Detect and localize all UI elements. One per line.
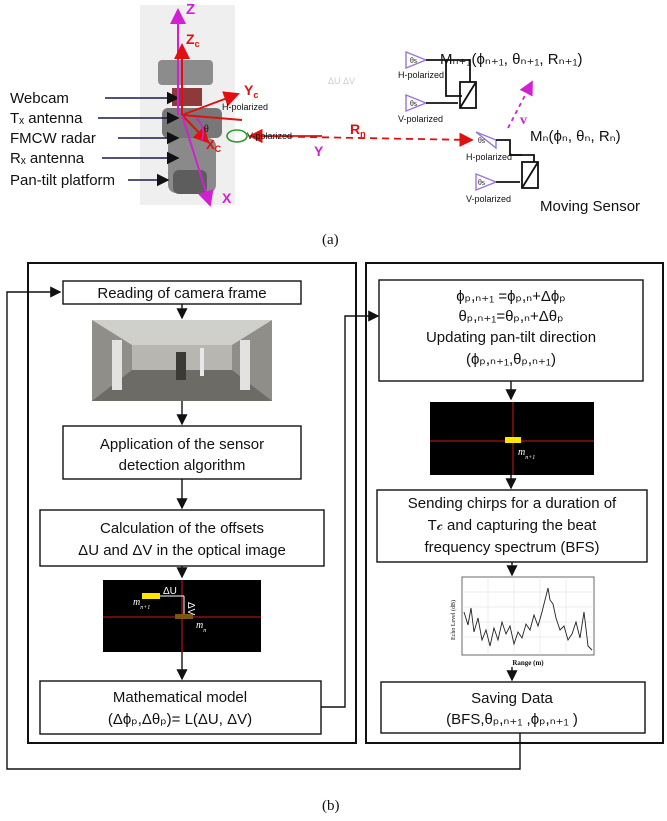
offset-m-now: mn bbox=[196, 620, 206, 634]
radar-v-polarized: V-polarized bbox=[247, 131, 292, 141]
update-eq2: θₚ,ₙ₊₁=θₚ,ₙ+Δθₚ bbox=[458, 308, 563, 325]
model-text-1: Mathematical model bbox=[113, 689, 247, 706]
velocity-v: v bbox=[520, 113, 527, 128]
offsets-box bbox=[39, 509, 325, 567]
update-eq1: ϕₚ,ₙ₊₁ =ϕₚ,ₙ+Δϕₚ bbox=[456, 288, 565, 305]
sensor-now-v-pol: V-polarized bbox=[466, 194, 511, 204]
save-text-1: Saving Data bbox=[471, 690, 553, 707]
label-webcam: Webcam bbox=[10, 90, 69, 107]
coordinate-axes bbox=[170, 8, 533, 207]
caption-b: (b) bbox=[322, 798, 340, 814]
chirp-text-2: T𝒸 and capturing the beat bbox=[428, 517, 597, 534]
label-tx-antenna: Tₓ antenna bbox=[10, 110, 83, 127]
bfs-plot bbox=[461, 576, 595, 656]
right-panel bbox=[365, 262, 664, 744]
left-to-right-arrow bbox=[321, 310, 380, 708]
label-fmcw-radar: FMCW radar bbox=[10, 130, 96, 147]
axis-zc: Zc bbox=[186, 31, 200, 49]
detect-text-1: Application of the sensor bbox=[100, 436, 264, 453]
axis-z: Z bbox=[186, 1, 195, 18]
centered-m-label: mn+1 bbox=[518, 447, 535, 461]
axis-xc: XC bbox=[206, 137, 222, 154]
update-text: Updating pan-tilt direction bbox=[426, 329, 596, 346]
offsets-text-1: Calculation of the offsets bbox=[100, 520, 264, 537]
chirp-text-3: frequency spectrum (BFS) bbox=[424, 539, 599, 556]
axis-x: X bbox=[222, 190, 232, 206]
save-text-2: (BFS,θₚ,ₙ₊₁ ,ϕₚ,ₙ₊₁ ) bbox=[446, 711, 578, 728]
read-frame-text: Reading of camera frame bbox=[97, 285, 266, 302]
detect-text-2: detection algorithm bbox=[119, 457, 246, 474]
theta-s-4: θs bbox=[478, 178, 485, 187]
update-box bbox=[378, 279, 644, 382]
bfs-ylabel: Echo Level (dB) bbox=[450, 600, 457, 640]
theta-angle: θ bbox=[204, 124, 209, 135]
offset-dv: ΔV bbox=[185, 602, 196, 616]
chirp-box bbox=[376, 489, 648, 563]
sensor-now-body bbox=[496, 139, 539, 189]
offsets-text-2: ΔU and ΔV in the optical image bbox=[78, 542, 286, 559]
detect-box bbox=[62, 425, 302, 480]
label-pan-tilt: Pan-tilt platform bbox=[10, 172, 115, 189]
caption-a: (a) bbox=[322, 232, 339, 248]
offset-m-next: mn+1 bbox=[133, 597, 150, 611]
radar-h-polarized: H-polarized bbox=[222, 102, 268, 112]
axis-rn: Rn bbox=[350, 121, 366, 139]
centered-sensor-image bbox=[430, 402, 594, 475]
update-args: (ϕₚ,ₙ₊₁,θₚ,ₙ₊₁) bbox=[466, 351, 556, 368]
moving-sensor-label: Moving Sensor bbox=[540, 198, 640, 215]
model-box bbox=[39, 680, 322, 735]
axis-yc: Yc bbox=[244, 82, 258, 100]
feedback-loop-arrow bbox=[6, 286, 521, 770]
bfs-xlabel: Range (m) bbox=[512, 659, 544, 667]
theta-s-1: θs bbox=[410, 56, 417, 65]
theta-s-2: θs bbox=[410, 99, 417, 108]
sensor-now-label: Mₙ(ϕₙ, θₙ, Rₙ) bbox=[530, 128, 621, 145]
chirp-text-1: Sending chirps for a duration of bbox=[408, 495, 617, 512]
label-rx-antenna: Rₓ antenna bbox=[10, 150, 85, 167]
model-text-2: (Δϕₚ,Δθₚ)= L(ΔU, ΔV) bbox=[108, 711, 252, 728]
save-box bbox=[380, 681, 646, 734]
offset-du: ΔU bbox=[163, 586, 177, 597]
sensor-next-label: Mₙ₊₁(ϕₙ₊₁, θₙ₊₁, Rₙ₊₁) bbox=[440, 51, 583, 68]
axis-y: Y bbox=[314, 143, 324, 159]
sensor-next-antennas bbox=[405, 50, 498, 192]
faint-du-dv: ΔU ΔV bbox=[328, 76, 355, 86]
offset-image bbox=[103, 580, 261, 652]
sensor-now-h-pol: H-polarized bbox=[466, 152, 512, 162]
camera-frame-image bbox=[92, 320, 272, 401]
sensor-next-body bbox=[426, 59, 477, 109]
sensor-next-v-pol: V-polarized bbox=[398, 114, 443, 124]
sensor-next-h-pol: H-polarized bbox=[398, 70, 444, 80]
left-panel bbox=[27, 262, 357, 744]
theta-s-3: θs bbox=[478, 136, 485, 145]
device-label-arrows bbox=[98, 91, 180, 187]
